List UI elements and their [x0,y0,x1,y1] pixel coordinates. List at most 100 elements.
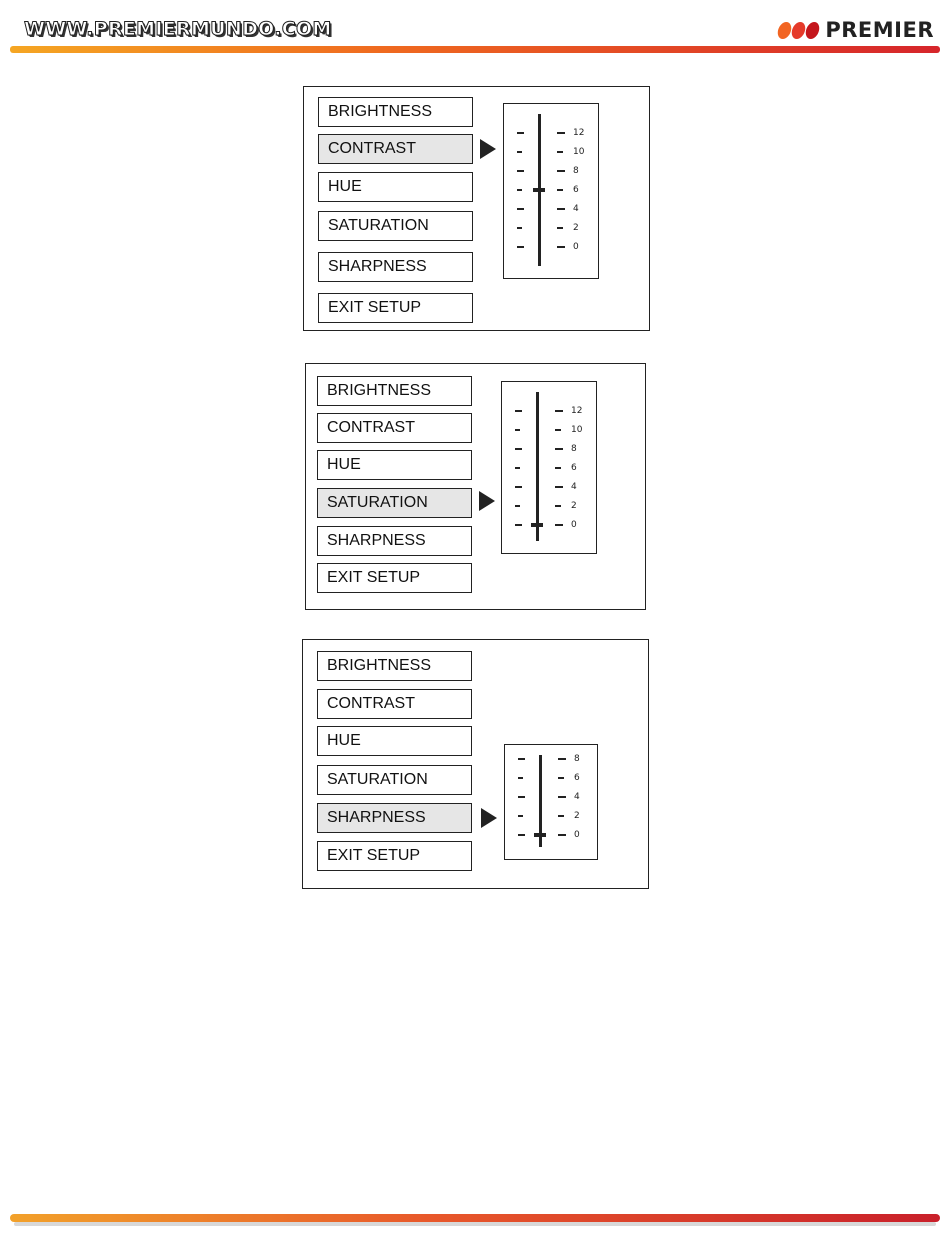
scale-tick-right [557,132,565,134]
menu-item-label: EXIT SETUP [327,569,420,587]
menu-item-label: EXIT SETUP [328,299,421,317]
menu-item-label: EXIT SETUP [327,847,420,865]
scale-tick-label: 6 [574,773,580,783]
menu-item-label: BRIGHTNESS [327,657,431,675]
menu-item-label: SATURATION [328,217,429,235]
scale-tick-label: 6 [573,185,579,195]
scale-tick-label: 8 [573,166,579,176]
scale-tick-label: 4 [571,482,577,492]
menu-item-sharpness[interactable]: SHARPNESS [318,252,473,282]
logo-dots-icon [778,22,820,39]
setup-panel-sharpness: BRIGHTNESS CONTRAST HUE SATURATION SHARP… [302,639,649,889]
scale-tick-label: 10 [571,425,582,435]
menu-item-label: SHARPNESS [327,809,426,827]
menu-item-brightness[interactable]: BRIGHTNESS [317,651,472,681]
scale-tick-left [517,132,524,134]
setup-panel-contrast: BRIGHTNESS CONTRAST HUE SATURATION SHARP… [303,86,650,331]
brand-name: PREMIER [825,18,934,42]
scale-tick-label: 6 [571,463,577,473]
scale-value-marker[interactable] [533,188,545,192]
scale-tick-right [555,448,563,450]
scale-tick-left [517,246,524,248]
scale-tick-left [515,505,520,507]
menu-item-contrast[interactable]: CONTRAST [317,413,472,443]
menu-item-contrast[interactable]: CONTRAST [317,689,472,719]
footer-divider-shadow [14,1222,936,1226]
scale-tick-right [557,151,563,153]
logo-dot-icon [777,22,794,39]
scale-tick-left [517,189,522,191]
scale-tick-right [555,505,561,507]
premier-logo: PREMIER [778,18,934,42]
menu-item-hue[interactable]: HUE [317,450,472,480]
scale-tick-label: 0 [573,242,579,252]
menu-item-exit-setup[interactable]: EXIT SETUP [317,841,472,871]
scale-tick-left [518,777,523,779]
scale-tick-label: 0 [571,520,577,530]
scale-value-marker[interactable] [534,833,546,837]
scale-tick-right [557,208,565,210]
scale-tick-left [515,467,520,469]
menu-item-contrast[interactable]: CONTRAST [318,134,473,164]
pointer-arrow-icon [480,139,496,159]
menu-item-hue[interactable]: HUE [318,172,473,202]
header-divider [10,46,940,53]
scale-tick-left [515,486,522,488]
menu-item-brightness[interactable]: BRIGHTNESS [317,376,472,406]
scale-tick-label: 2 [571,501,577,511]
scale-tick-left [515,524,522,526]
scale-tick-left [515,410,522,412]
footer-divider [10,1214,940,1222]
scale-tick-right [555,429,561,431]
website-url[interactable]: WWW.PREMIERMUNDO.COM [24,18,332,40]
scale-tick-left [517,151,522,153]
menu-item-brightness[interactable]: BRIGHTNESS [318,97,473,127]
menu-item-sharpness[interactable]: SHARPNESS [317,803,472,833]
pointer-arrow-icon [479,491,495,511]
scale-tick-right [555,524,563,526]
scale-tick-left [517,227,522,229]
menu-item-label: CONTRAST [327,695,415,713]
setup-panel-saturation: BRIGHTNESS CONTRAST HUE SATURATION SHARP… [305,363,646,610]
scale-value-marker[interactable] [531,523,543,527]
menu-item-label: CONTRAST [327,419,415,437]
scale-tick-left [518,834,525,836]
scale-tick-label: 4 [574,792,580,802]
menu-item-label: BRIGHTNESS [328,103,432,121]
menu-item-label: CONTRAST [328,140,416,158]
scale-tick-label: 4 [573,204,579,214]
scale-tick-label: 12 [571,406,582,416]
menu-item-label: SHARPNESS [328,258,427,276]
scale-tick-left [515,448,522,450]
menu-item-saturation[interactable]: SATURATION [318,211,473,241]
menu-item-label: BRIGHTNESS [327,382,431,400]
menu-item-label: HUE [328,178,362,196]
scale-track [536,392,539,541]
menu-item-saturation[interactable]: SATURATION [317,765,472,795]
scale-tick-right [557,246,565,248]
scale-tick-label: 10 [573,147,584,157]
scale-tick-left [517,208,524,210]
menu-item-exit-setup[interactable]: EXIT SETUP [317,563,472,593]
scale-tick-left [518,758,525,760]
scale-tick-right [558,815,564,817]
menu-item-label: HUE [327,456,361,474]
scale-tick-right [555,486,563,488]
saturation-scale[interactable]: 12 10 8 6 4 2 0 [501,381,597,554]
logo-dot-icon [791,22,808,39]
menu-item-label: SHARPNESS [327,532,426,550]
logo-dot-icon [805,22,822,39]
scale-tick-right [557,189,563,191]
menu-item-exit-setup[interactable]: EXIT SETUP [318,293,473,323]
scale-tick-right [557,170,565,172]
menu-item-hue[interactable]: HUE [317,726,472,756]
menu-item-saturation[interactable]: SATURATION [317,488,472,518]
scale-tick-label: 0 [574,830,580,840]
scale-tick-right [558,796,566,798]
menu-item-sharpness[interactable]: SHARPNESS [317,526,472,556]
scale-tick-label: 8 [571,444,577,454]
scale-tick-label: 2 [573,223,579,233]
scale-tick-right [555,410,563,412]
